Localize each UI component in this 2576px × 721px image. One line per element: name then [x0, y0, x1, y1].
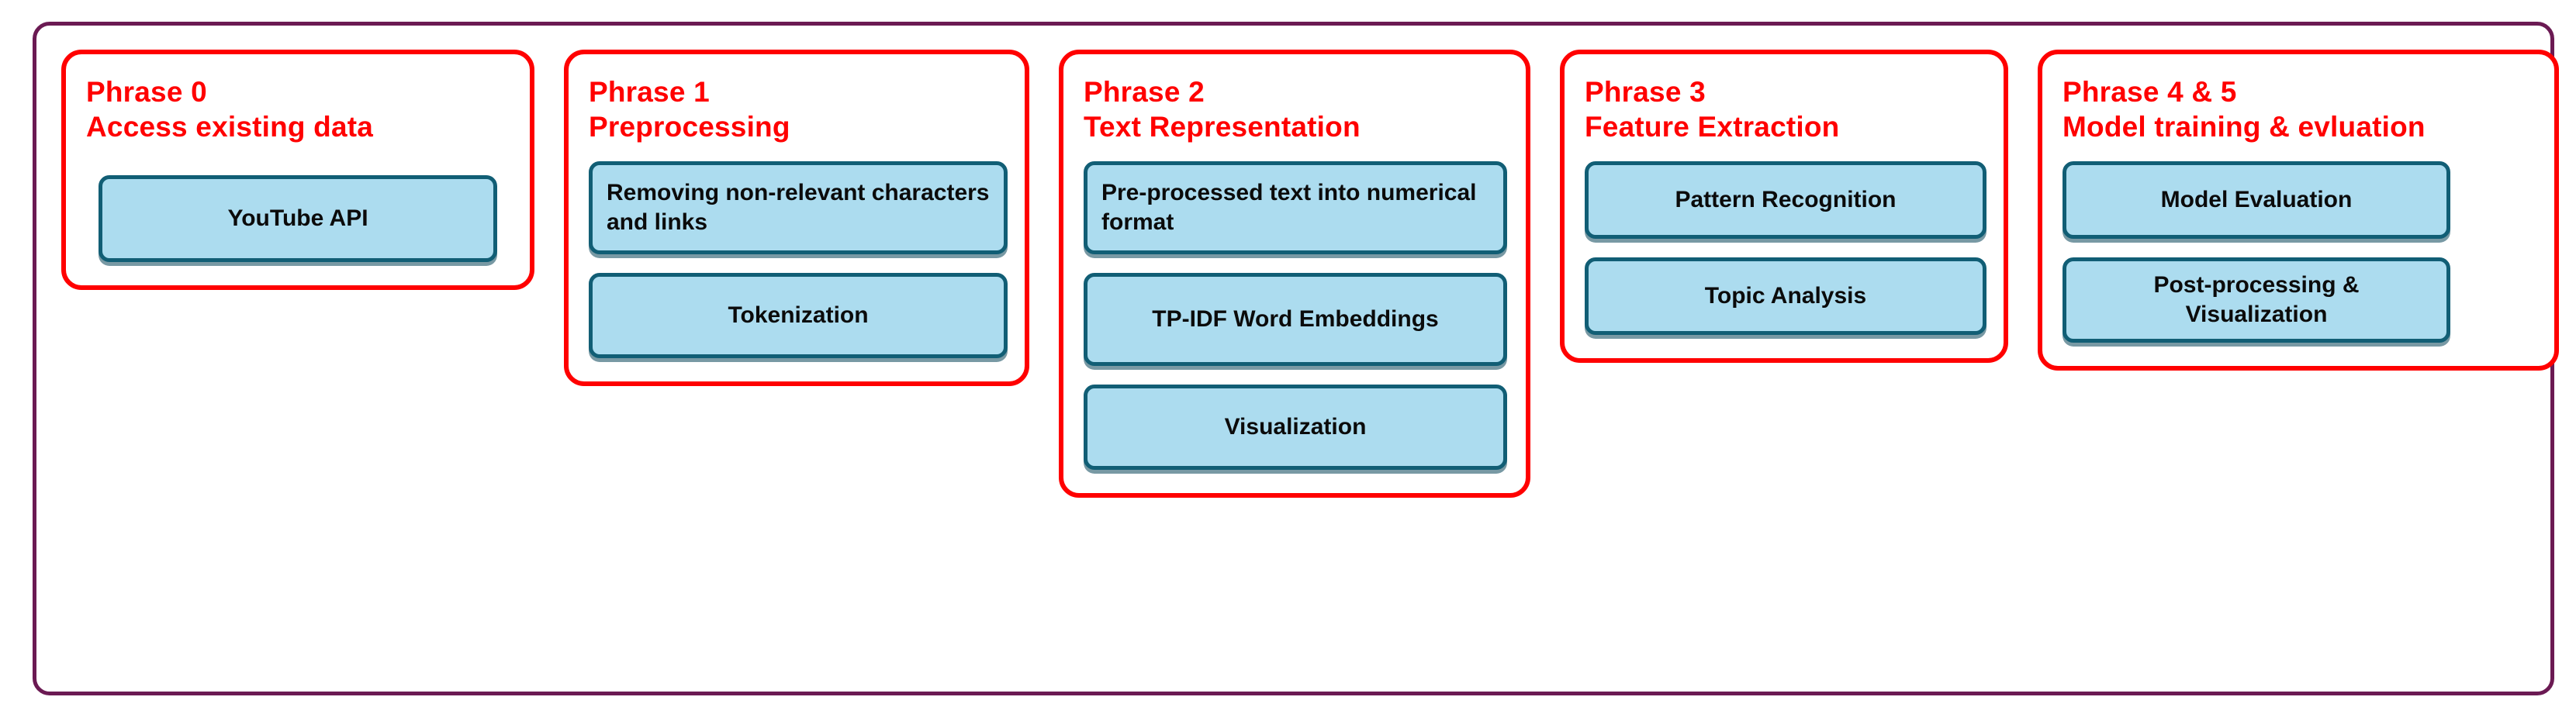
phase-3-nodes: Pattern Recognition Topic Analysis	[1585, 161, 1986, 336]
phase-title-2-line2: Text Representation	[1084, 111, 1361, 143]
phase-group-3[interactable]: Phrase 3 Feature Extraction Pattern Reco…	[1560, 50, 2008, 364]
phase-2-nodes: Pre-processed text into numerical format…	[1084, 161, 1507, 471]
node-tpidf-word-embeddings[interactable]: TP-IDF Word Embeddings	[1084, 273, 1507, 367]
node-pattern-recognition[interactable]: Pattern Recognition	[1585, 161, 1986, 240]
phase-title-4-5-line1: Phrase 4 & 5	[2063, 76, 2237, 108]
phase-title-3-line1: Phrase 3	[1585, 76, 1706, 108]
phase-group-4-5[interactable]: Phrase 4 & 5 Model training & evluation …	[2038, 50, 2559, 371]
node-preprocessed-text-into-numerical-format[interactable]: Pre-processed text into numerical format	[1084, 161, 1507, 255]
phase-title-1-line2: Preprocessing	[589, 111, 790, 143]
node-removing-non-relevant-characters-and-links[interactable]: Removing non-relevant characters and lin…	[589, 161, 1008, 255]
phase-4-5-nodes: Model Evaluation Post-processing & Visua…	[2063, 161, 2534, 343]
node-topic-analysis[interactable]: Topic Analysis	[1585, 257, 1986, 336]
phase-title-3-line2: Feature Extraction	[1585, 111, 1840, 143]
phase-title-2: Phrase 2 Text Representation	[1084, 74, 1506, 144]
node-visualization[interactable]: Visualization	[1084, 385, 1507, 471]
phase-title-4-5: Phrase 4 & 5 Model training & evluation	[2063, 74, 2534, 144]
phase-group-2[interactable]: Phrase 2 Text Representation Pre-process…	[1059, 50, 1530, 498]
phase-title-0: Phrase 0 Access existing data	[86, 74, 510, 144]
phase-0-nodes: YouTube API	[86, 161, 510, 263]
node-youtube-api[interactable]: YouTube API	[99, 175, 497, 263]
phase-title-0-line1: Phrase 0	[86, 76, 207, 108]
phase-group-1[interactable]: Phrase 1 Preprocessing Removing non-rele…	[564, 50, 1029, 387]
phase-group-0[interactable]: Phrase 0 Access existing data YouTube AP…	[61, 50, 534, 291]
phase-title-3: Phrase 3 Feature Extraction	[1585, 74, 1983, 144]
phase-title-2-line1: Phrase 2	[1084, 76, 1205, 108]
phase-1-nodes: Removing non-relevant characters and lin…	[589, 161, 1008, 359]
phase-title-0-line2: Access existing data	[86, 111, 374, 143]
node-post-processing-and-visualization[interactable]: Post-processing & Visualization	[2063, 257, 2450, 343]
phase-row: Phrase 0 Access existing data YouTube AP…	[33, 22, 2559, 695]
phase-title-4-5-line2: Model training & evluation	[2063, 111, 2426, 143]
phase-title-1: Phrase 1 Preprocessing	[589, 74, 1004, 144]
node-model-evaluation[interactable]: Model Evaluation	[2063, 161, 2450, 240]
node-tokenization[interactable]: Tokenization	[589, 273, 1008, 359]
phase-title-1-line1: Phrase 1	[589, 76, 710, 108]
